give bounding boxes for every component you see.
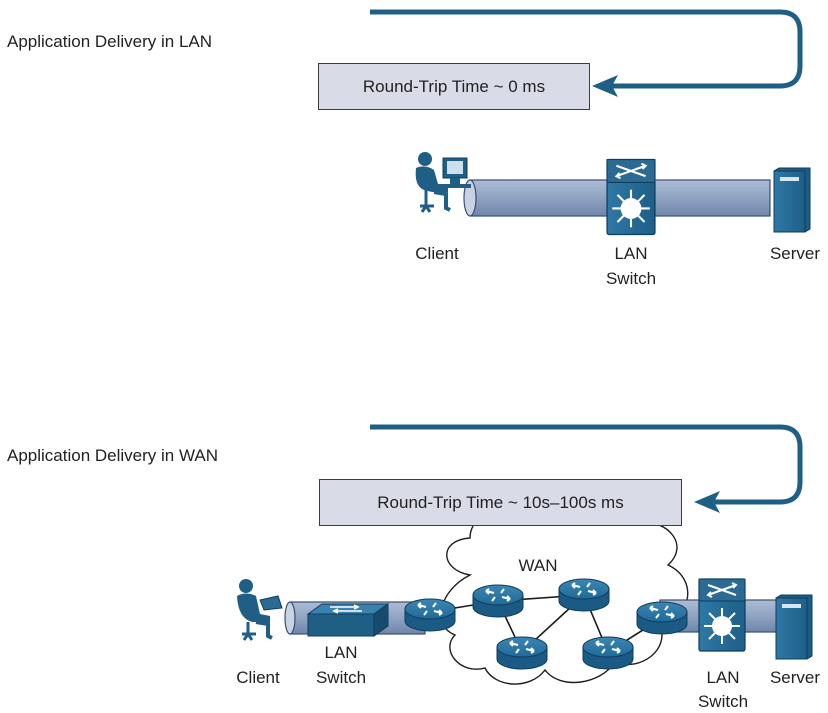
router-icon xyxy=(472,584,524,618)
lan-switch-label-line2: Switch xyxy=(605,269,657,288)
lan-switch-label-line1: LAN xyxy=(614,244,648,263)
wan-client-label: Client xyxy=(236,668,280,687)
lan-section-title: Application Delivery in LAN xyxy=(7,32,213,51)
lan-rtt-arrowhead-icon xyxy=(592,75,618,97)
wan-pipe-left-end xyxy=(284,601,296,635)
lan-switch-icon xyxy=(606,158,656,236)
wan-section-title: Application Delivery in WAN xyxy=(7,446,218,465)
lan-rtt-box: Round-Trip Time ~ 0 ms xyxy=(318,63,590,110)
wan-client-switch-label-line2: Switch xyxy=(315,668,367,687)
server-icon xyxy=(775,594,813,660)
router-icon xyxy=(636,601,688,635)
wan-rtt-box: Round-Trip Time ~ 10s–100s ms xyxy=(319,479,682,526)
wan-cloud-label: WAN xyxy=(518,556,558,575)
user-at-desktop-icon xyxy=(415,152,471,213)
workgroup-switch-icon xyxy=(306,603,390,637)
router-icon xyxy=(558,578,610,612)
wan-rtt-arrowhead-icon xyxy=(694,491,720,513)
lan-switch-icon xyxy=(698,578,746,652)
lan-pipe-end xyxy=(463,179,477,217)
router-icon xyxy=(404,598,456,632)
lan-client-label: Client xyxy=(415,244,459,263)
lan-rtt-label: Round-Trip Time ~ 0 ms xyxy=(362,76,546,96)
wan-server-switch-label-line2: Switch xyxy=(697,692,749,711)
lan-server-label: Server xyxy=(769,244,821,263)
server-icon xyxy=(773,167,811,233)
wan-client-switch-label-line1: LAN xyxy=(324,643,358,662)
wan-server-label: Server xyxy=(769,668,821,687)
router-icon xyxy=(496,636,548,670)
lan-rtt-arrow xyxy=(370,9,803,89)
wan-server-switch-label-line1: LAN xyxy=(706,668,740,687)
router-icon xyxy=(582,636,634,670)
wan-rtt-label: Round-Trip Time ~ 10s–100s ms xyxy=(377,492,624,512)
user-with-laptop-icon xyxy=(237,579,283,641)
wan-rtt-arrow xyxy=(370,424,803,505)
